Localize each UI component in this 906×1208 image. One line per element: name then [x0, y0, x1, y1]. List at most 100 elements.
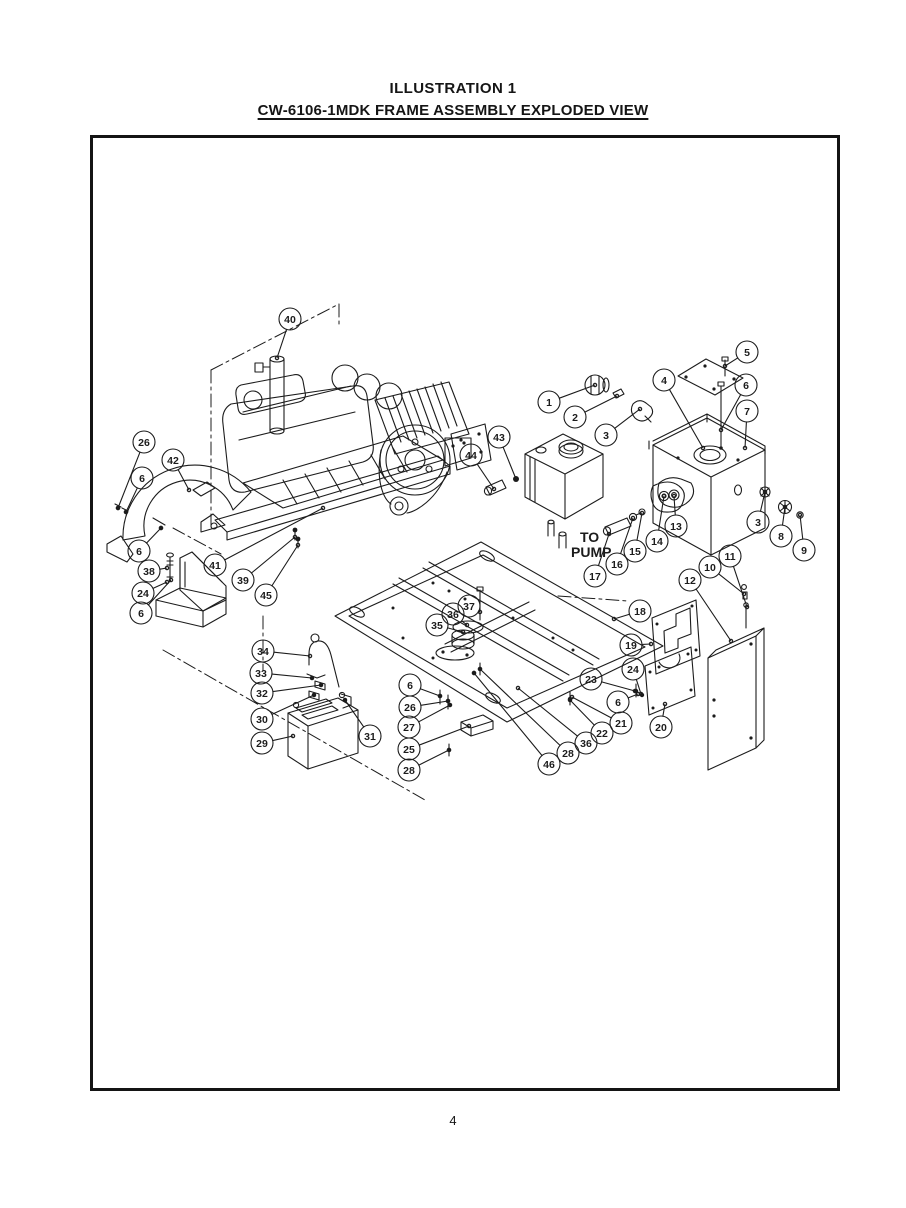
callout-3: 3 — [746, 489, 770, 534]
svg-text:18: 18 — [634, 606, 646, 618]
svg-text:8: 8 — [778, 531, 784, 543]
svg-text:21: 21 — [615, 718, 627, 730]
svg-text:24: 24 — [137, 588, 149, 600]
svg-text:15: 15 — [629, 546, 641, 558]
callout-25: 25 — [397, 723, 472, 761]
cooler-panel-drawing — [707, 584, 765, 771]
svg-text:41: 41 — [209, 560, 221, 572]
callout-32: 32 — [250, 681, 324, 705]
callout-28: 28 — [397, 747, 452, 782]
svg-text:23: 23 — [585, 674, 597, 686]
to-pump-line1: TO — [580, 529, 599, 545]
callout-33: 33 — [249, 661, 315, 685]
frame-drawing — [334, 541, 664, 723]
callout-6: 6 — [718, 373, 758, 433]
svg-text:6: 6 — [136, 546, 142, 558]
svg-text:3: 3 — [755, 517, 761, 529]
callout-38: 38 — [137, 559, 170, 583]
svg-text:11: 11 — [724, 551, 735, 563]
svg-text:22: 22 — [596, 728, 608, 740]
svg-text:17: 17 — [589, 571, 601, 583]
exploded-view-drawing: TO PUMP 40512346726426434463824641394517… — [106, 303, 816, 801]
callout-6: 6 — [606, 690, 641, 714]
callout-3: 3 — [594, 406, 643, 447]
callout-10: 10 — [698, 555, 747, 597]
svg-text:13: 13 — [670, 521, 682, 533]
fuel-cap-and-plate-drawing — [584, 356, 744, 450]
callout-17: 17 — [583, 531, 612, 588]
svg-text:7: 7 — [744, 406, 750, 418]
callout-24: 24 — [621, 657, 645, 697]
svg-text:1: 1 — [546, 397, 552, 409]
callout-6: 6 — [129, 577, 174, 625]
svg-text:9: 9 — [801, 545, 807, 557]
callout-34: 34 — [251, 639, 313, 663]
callout-1: 1 — [537, 382, 598, 414]
callout-18: 18 — [611, 599, 652, 623]
callout-14: 14 — [645, 493, 669, 553]
svg-text:39: 39 — [237, 575, 249, 587]
svg-text:29: 29 — [256, 738, 268, 750]
svg-text:25: 25 — [403, 744, 415, 756]
svg-text:42: 42 — [167, 455, 179, 467]
svg-text:32: 32 — [256, 688, 268, 700]
svg-text:4: 4 — [661, 375, 667, 387]
svg-text:31: 31 — [364, 731, 376, 743]
svg-text:36: 36 — [580, 738, 592, 750]
callout-46: 46 — [471, 670, 561, 776]
frame-hardware-drawing — [437, 662, 645, 757]
svg-text:26: 26 — [138, 437, 150, 449]
svg-text:43: 43 — [493, 432, 505, 444]
notched-plates-drawing — [644, 599, 701, 716]
callout-13: 13 — [664, 493, 688, 538]
callout-35: 35 — [425, 613, 466, 637]
svg-text:45: 45 — [260, 590, 272, 602]
svg-text:35: 35 — [431, 620, 443, 632]
svg-text:20: 20 — [655, 722, 667, 734]
svg-text:5: 5 — [744, 347, 750, 359]
callout-24: 24 — [131, 579, 170, 605]
callout-41: 41 — [203, 505, 326, 577]
callout-37: 37 — [457, 594, 483, 618]
callout-36: 36 — [515, 685, 598, 755]
svg-text:38: 38 — [143, 566, 155, 578]
callout-12: 12 — [678, 568, 734, 644]
engine-pump-assembly-drawing — [200, 355, 492, 549]
callout-19: 19 — [619, 633, 654, 657]
callout-6: 6 — [123, 466, 154, 515]
callout-26: 26 — [115, 430, 156, 511]
callout-8: 8 — [769, 504, 793, 548]
svg-text:28: 28 — [403, 765, 415, 777]
callout-42: 42 — [161, 448, 192, 493]
callout-40: 40 — [274, 307, 302, 361]
callout-39: 39 — [231, 534, 298, 592]
svg-text:26: 26 — [404, 702, 416, 714]
svg-text:34: 34 — [257, 646, 269, 658]
callout-4: 4 — [652, 368, 706, 451]
svg-text:37: 37 — [463, 601, 475, 613]
callout-23: 23 — [579, 667, 638, 694]
svg-text:12: 12 — [684, 575, 696, 587]
svg-text:6: 6 — [138, 608, 144, 620]
callout-15: 15 — [623, 510, 647, 563]
svg-text:3: 3 — [603, 430, 609, 442]
page-number: 4 — [449, 1113, 457, 1128]
svg-text:28: 28 — [562, 748, 574, 760]
callout-29: 29 — [250, 731, 296, 755]
callout-28: 28 — [477, 666, 580, 765]
callout-26: 26 — [398, 695, 451, 719]
callout-7: 7 — [735, 399, 759, 451]
tray-drawing — [155, 551, 227, 628]
phantom-lines — [162, 303, 629, 801]
svg-text:24: 24 — [627, 664, 639, 676]
callout-9: 9 — [792, 512, 816, 562]
callout-22: 22 — [567, 697, 614, 745]
svg-text:6: 6 — [743, 380, 749, 392]
callout-30: 30 — [250, 692, 317, 731]
callout-36: 36 — [441, 602, 470, 628]
svg-text:10: 10 — [704, 562, 716, 574]
vibration-mount-drawing — [435, 586, 484, 661]
svg-text:6: 6 — [139, 473, 145, 485]
svg-text:46: 46 — [543, 759, 555, 771]
